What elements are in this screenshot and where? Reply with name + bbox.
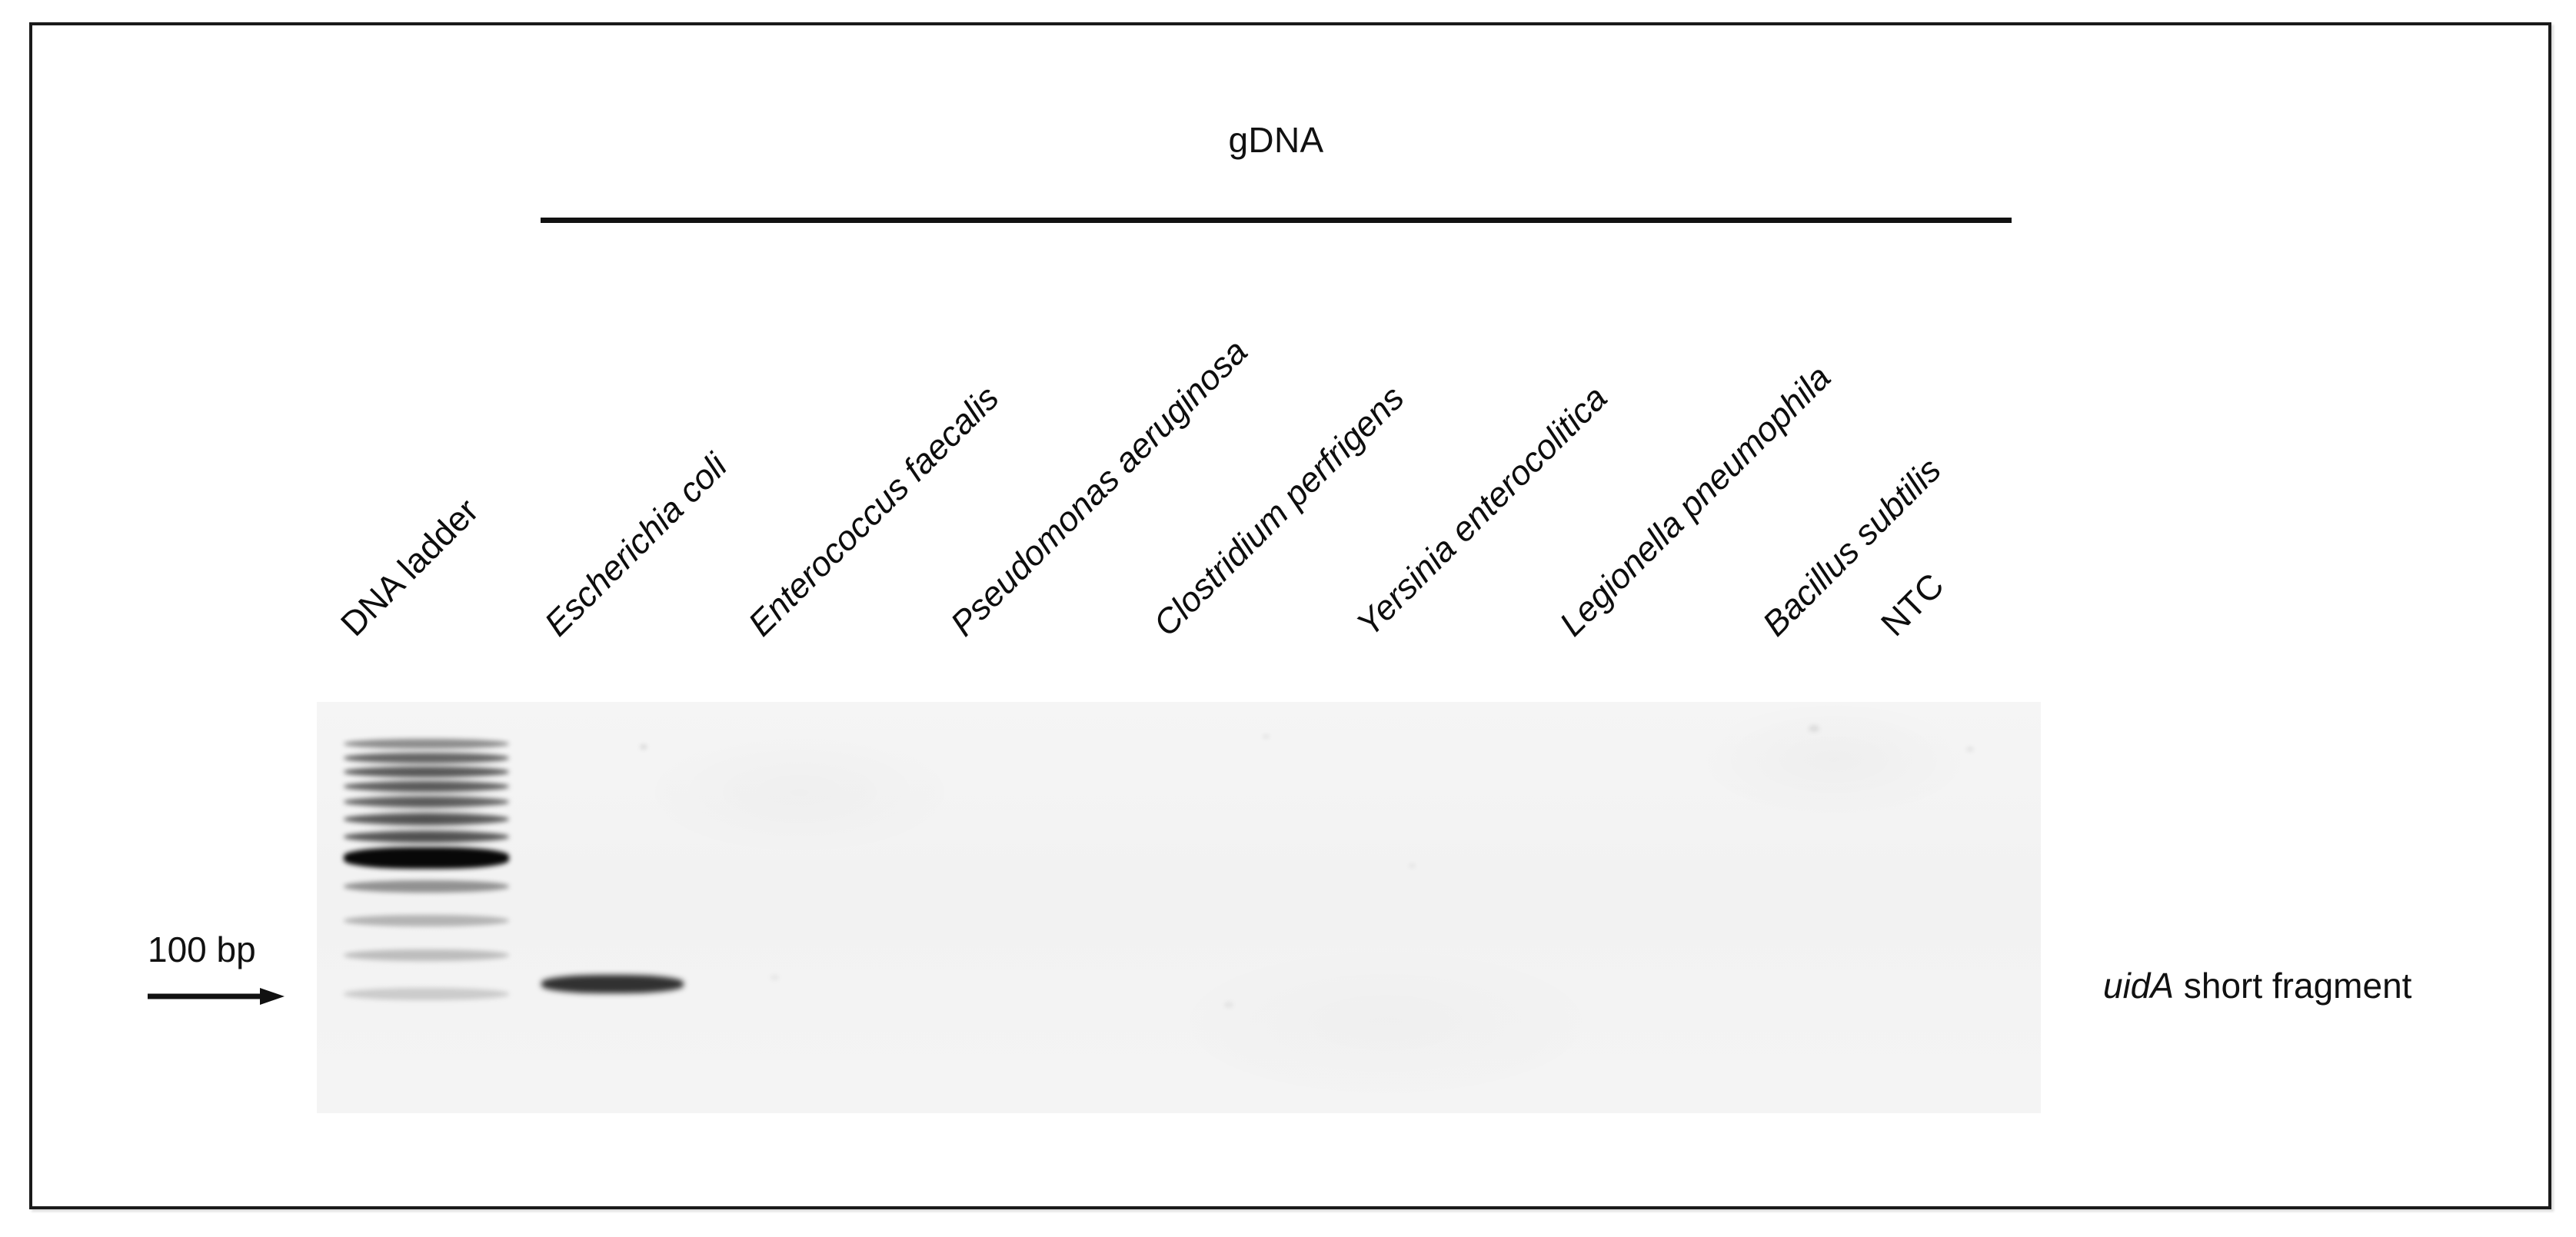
gel-background xyxy=(317,702,2041,1113)
size-marker-label: 100 bp xyxy=(148,929,256,969)
ladder-band xyxy=(344,831,509,843)
lane-label-group: DNA ladder Escherichia coli Enterococcus… xyxy=(32,25,2576,702)
figure-frame: gDNA DNA ladder Escherichia coli Enteroc… xyxy=(29,22,2551,1209)
gel-speck xyxy=(1966,747,1974,752)
gel-image xyxy=(317,702,2041,1113)
ladder-band xyxy=(344,781,509,792)
ladder-band-brightest xyxy=(344,847,509,869)
ladder-band xyxy=(344,988,509,1000)
group-header-bracket xyxy=(541,218,2012,223)
fragment-annotation: uidA short fragment xyxy=(2103,965,2411,1006)
ladder-band xyxy=(344,880,509,893)
lane-label-dna-ladder: DNA ladder xyxy=(333,490,486,644)
ladder-band xyxy=(344,813,509,825)
gel-speck xyxy=(1263,734,1270,739)
gel-speck xyxy=(1224,1002,1233,1008)
ladder-band xyxy=(344,739,509,749)
band-escherichia-coli xyxy=(541,975,684,993)
gel-speck xyxy=(770,975,779,980)
ladder-band xyxy=(344,915,509,926)
group-header-label: gDNA xyxy=(1228,120,1324,160)
gel-speck xyxy=(1409,863,1416,868)
lane-label-escherichia-coli: Escherichia coli xyxy=(537,445,735,644)
lane-label-ntc: NTC xyxy=(1873,565,1952,644)
fragment-annotation-text: short fragment xyxy=(2174,966,2412,1006)
ladder-band xyxy=(344,796,509,807)
ladder-band xyxy=(344,766,509,777)
fragment-gene-name: uidA xyxy=(2103,966,2175,1006)
size-marker-arrow-icon xyxy=(148,988,285,1005)
ladder-band xyxy=(344,949,509,961)
ladder-band xyxy=(344,753,509,763)
gel-speck xyxy=(1809,725,1819,732)
ladder-lane xyxy=(344,702,509,1113)
gel-speck xyxy=(640,744,647,750)
